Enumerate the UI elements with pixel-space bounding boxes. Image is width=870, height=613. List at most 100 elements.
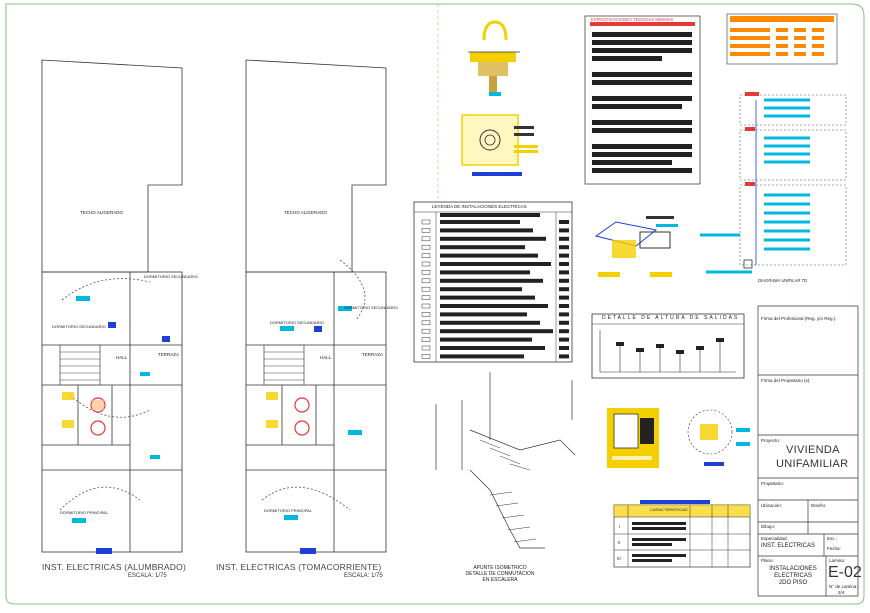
single-line-diagram (700, 92, 847, 274)
legend-code (559, 228, 569, 233)
tb-lamina-code: E-02 (828, 564, 862, 581)
legend-symbol (421, 303, 431, 309)
legend-code (559, 270, 569, 275)
legend-code (559, 304, 569, 308)
legend-symbol (421, 337, 431, 342)
room-label-bedroom: DORMITORIO SECUNDARIO (52, 324, 106, 329)
legend-description (440, 320, 540, 325)
plan-scale-lighting: ESCALA: 1/75 (128, 573, 167, 579)
room-label-bedroom: DORMITORIO SECUNDARIO (344, 305, 398, 310)
legend-code (559, 287, 569, 292)
tb-lamina-label: Lamina: (829, 558, 846, 563)
circuit-table (613, 500, 751, 568)
legend-code (559, 245, 569, 250)
legend-symbol (421, 295, 431, 300)
tb-fecha-label: Fecha: (827, 546, 841, 551)
plan1-circuit-marks (62, 296, 170, 554)
room-label-roof: TECHO ALIGERADO (284, 210, 328, 215)
legend-description (440, 346, 545, 350)
room-label-bedroom: DORMITORIO SECUNDARIO (144, 274, 198, 279)
tb-firma-profesional: Firma del Profesional (Reg. y/o Reg.): (761, 316, 837, 321)
stair-isometric (435, 372, 576, 549)
stair-caption: APUNTE ISOMETRICO DETALLE DE CONMUTACION… (440, 565, 560, 583)
tb-plano-label: Plano: (761, 558, 774, 563)
tb-ubicacion-label: Ubicación: (761, 503, 783, 508)
room-label-roof: TECHO ALIGERADO (80, 210, 124, 215)
legend-code (559, 354, 569, 359)
tb-propietario-label: Propietario: (761, 481, 785, 486)
single-line-title: DIAGRAMA UNIFILAR TD (758, 278, 808, 283)
tb-diseno-label: Diseño: (811, 503, 827, 508)
floor-plan-lighting (41, 59, 183, 553)
circuit-table-header: CARACTERISTICAS (650, 507, 688, 512)
room-label-bedroom: DORMITORIO SECUNDARIO (270, 320, 324, 325)
circuit-row-1: I (619, 524, 621, 529)
legend-description (440, 270, 530, 275)
room-label-hall: HALL (116, 355, 128, 360)
outlet-height-detail (591, 313, 745, 379)
legend-title: LEYENDA DE INSTALACIONES ELECTRICAS (432, 204, 527, 209)
plan-title-outlets: INST. ELECTRICAS (TOMACORRIENTE) (216, 562, 382, 572)
specs-block (584, 15, 701, 185)
tb-lamina-num-label: N° de Lamina: (829, 584, 858, 589)
stair-caption-line1: APUNTE ISOMETRICO (473, 565, 527, 571)
legend-description (440, 278, 543, 283)
plan-scale-outlets: ESCALA: 1/75 (344, 573, 383, 579)
stair-caption-line3: EN ESCALERA (482, 577, 518, 583)
legend-description (440, 329, 553, 334)
legend-code (559, 346, 569, 350)
legend-symbol (421, 328, 431, 334)
legend-description (440, 295, 535, 300)
tb-firma-propietario: Firma del Propietario (s): (761, 378, 811, 383)
tb-proyecto-value-1: VIVIENDA (786, 444, 840, 456)
circuit-row-3: III (617, 556, 621, 561)
tb-lamina-num: 2/4 (838, 590, 845, 595)
meter-box-detail (607, 408, 750, 468)
legend-description (440, 354, 524, 359)
legend-code (559, 329, 569, 334)
tb-plano-value: INSTALACIONES ELECTRICAS 2DO PISO (764, 566, 822, 587)
room-label-terrace: TERRAZA (362, 352, 384, 357)
legend-description (440, 253, 538, 258)
legend-symbol (421, 354, 431, 359)
legend-symbol (421, 261, 431, 267)
legend-symbol (421, 278, 431, 284)
tb-proyecto-value-2: UNIFAMILIAR (776, 458, 849, 470)
box-iso-detail (594, 216, 678, 277)
legend-code (559, 337, 569, 342)
legend-description (440, 304, 548, 308)
legend-code (559, 253, 569, 258)
legend-code (559, 312, 569, 317)
tb-dibujo-label: Dibujo: (761, 524, 776, 529)
legend-symbol (421, 312, 431, 317)
room-label-hall: HALL (320, 355, 332, 360)
legend-code (559, 278, 569, 283)
legend-symbol (421, 219, 431, 225)
tb-especialidad-label: Especialidad: (761, 536, 788, 541)
stair-caption-line2: DETALLE DE CONMUTACION (465, 571, 535, 577)
tb-plano-value-1: INSTALACIONES (769, 566, 817, 572)
legend-symbol (421, 270, 431, 275)
legend-description (440, 287, 522, 292)
legend-symbol (421, 236, 431, 242)
floor-plan-outlets (245, 59, 387, 553)
legend-description (440, 228, 533, 233)
specs-title: ESPECIFICACIONES TECNICAS MINIMAS (591, 17, 674, 22)
room-label-master-bedroom: DORMITORIO PRINCIPAL (60, 510, 108, 515)
legend-description (440, 262, 551, 266)
tb-plano-value-3: 2DO PISO (778, 580, 808, 586)
legend-symbol (421, 286, 431, 292)
plan2-circuit-marks (266, 306, 362, 554)
plan-title-lighting: INST. ELECTRICAS (ALUMBRADO) (42, 562, 186, 572)
legend-symbol (421, 253, 431, 258)
legend-symbol (421, 320, 431, 326)
legend-code (559, 320, 569, 325)
legend-description (440, 312, 527, 317)
ground-rod-detail (461, 20, 538, 176)
tb-escala-label: Esc.: (827, 536, 838, 541)
tb-proyecto-label: Proyecto: (761, 438, 781, 443)
legend-description (440, 245, 525, 250)
legend-code (559, 262, 569, 266)
